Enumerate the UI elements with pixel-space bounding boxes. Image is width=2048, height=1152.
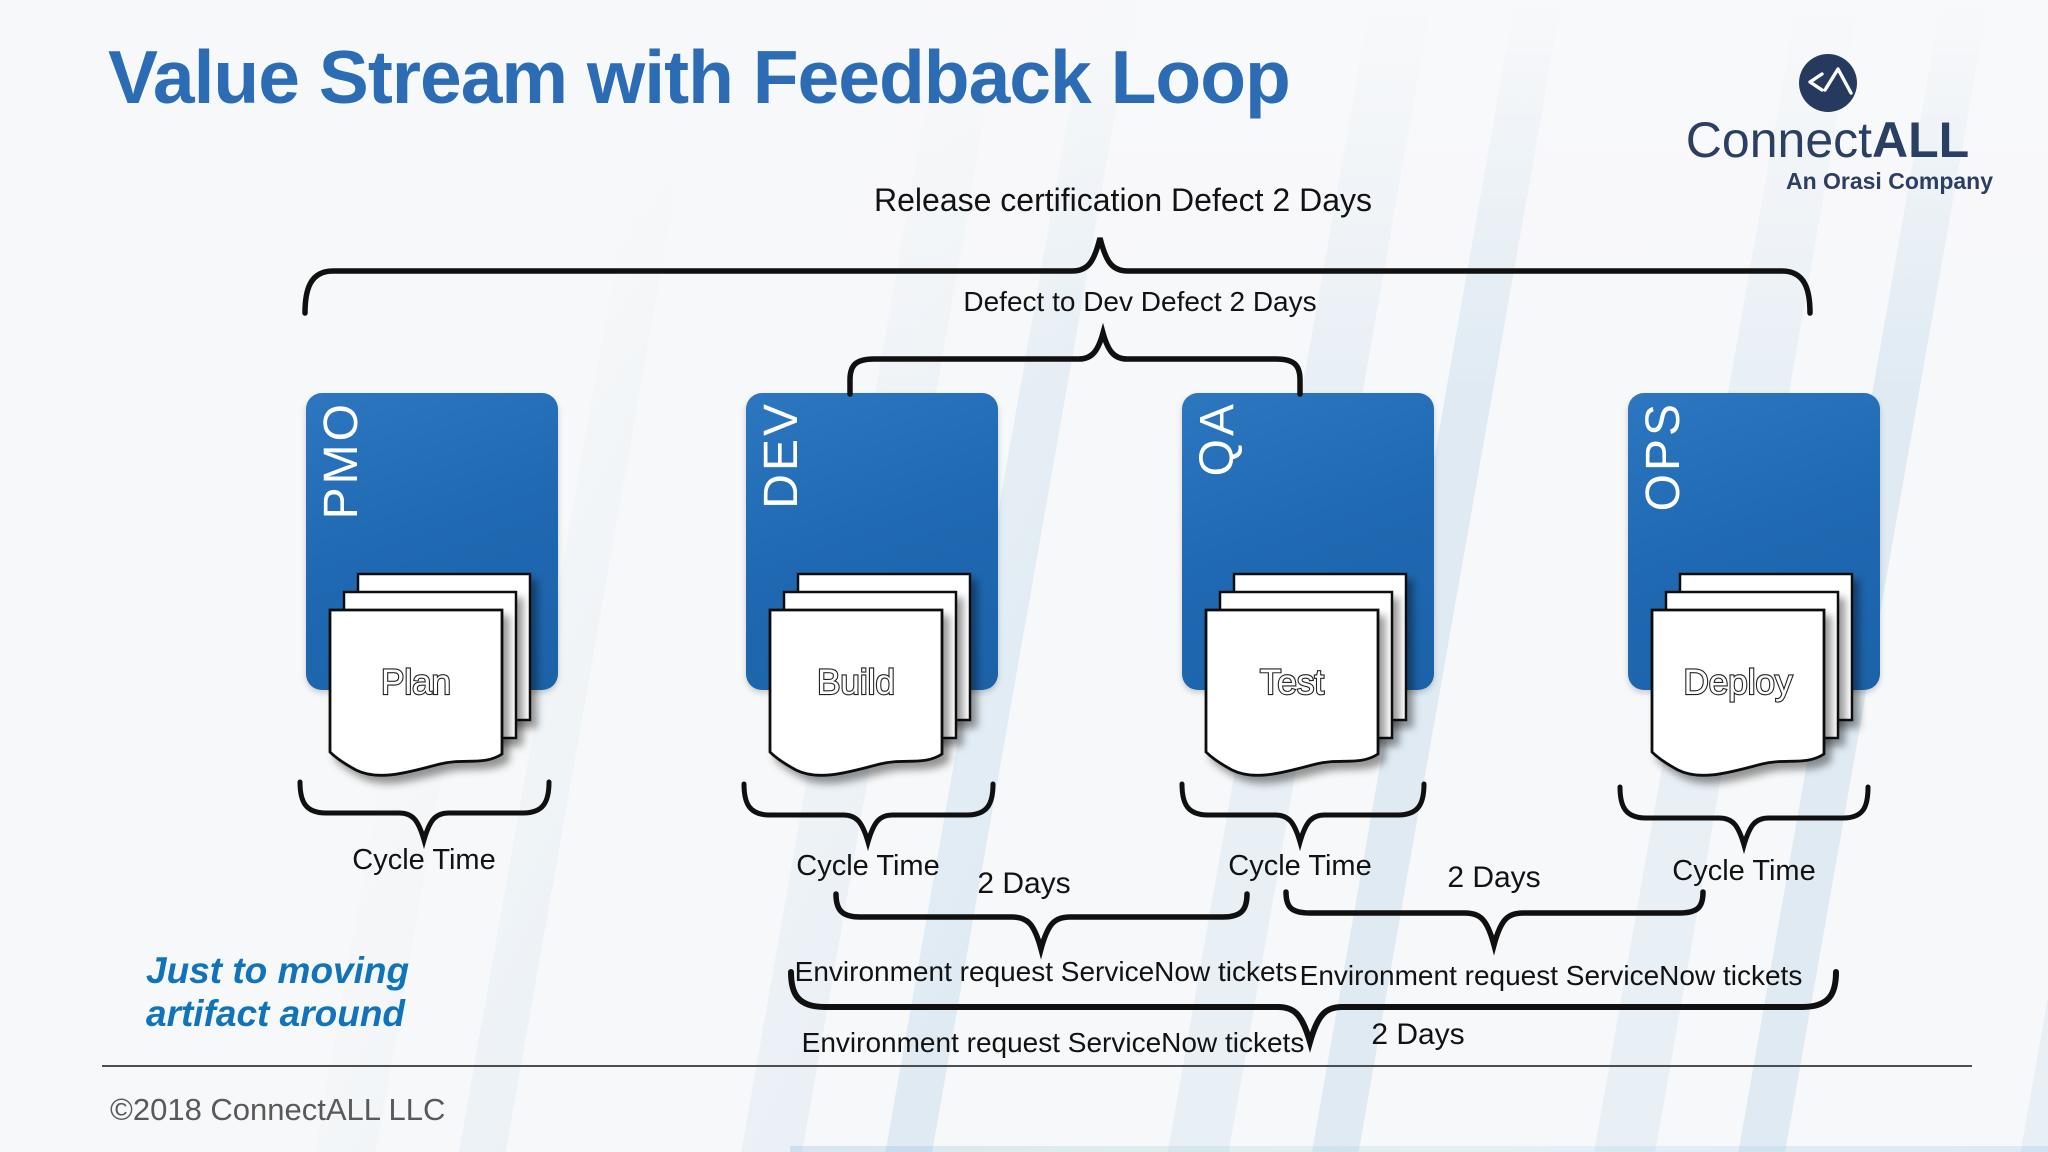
stage-label-dev: DEV	[755, 401, 808, 509]
stage-label-pmo: PMO	[315, 401, 368, 520]
handoff-duration-qa-ops: 2 Days	[1447, 861, 1541, 894]
copyright-text: ©2018 ConnectALL LLC	[110, 1092, 446, 1127]
annotation-line2: artifact around	[146, 992, 406, 1034]
brace-defect-to-dev	[847, 322, 1303, 397]
annotation-line1: Just to moving	[146, 950, 410, 991]
document-stack-deploy: Deploy	[1650, 572, 1854, 777]
handoff-duration-overall: 2 Days	[1371, 1018, 1465, 1051]
stage-label-qa: QA	[1191, 401, 1244, 477]
cycle-time-label-dev: Cycle Time	[796, 850, 940, 882]
cycle-time-label-pmo: Cycle Time	[352, 844, 496, 876]
brace-handoff-dev-qa	[833, 891, 1250, 960]
bottom-accent-strip	[790, 1146, 2048, 1152]
connectall-logo: ConnectALL An Orasi Company	[1655, 54, 2000, 195]
page-title: Value Stream with Feedback Loop	[108, 35, 1291, 119]
logo-wordmark: ConnectALL	[1655, 114, 2000, 167]
code-caret-icon	[1807, 67, 1853, 95]
handoff-duration-dev-qa: 2 Days	[977, 867, 1071, 900]
document-stack-plan: Plan	[328, 572, 532, 777]
artifact-label-build: Build	[817, 663, 895, 702]
release-certification-label: Release certification Defect 2 Days	[874, 182, 1372, 218]
cycle-time-label-qa: Cycle Time	[1228, 850, 1372, 882]
footer-divider	[102, 1065, 1972, 1067]
logo-wordmark-suffix: ALL	[1872, 112, 1970, 168]
environment-request-label-dev-qa: Environment request ServiceNow tickets	[794, 956, 1298, 987]
connectall-logo-icon	[1798, 54, 1857, 112]
defect-to-dev-label: Defect to Dev Defect 2 Days	[963, 286, 1317, 317]
document-stack-test: Test	[1204, 572, 1408, 777]
artifact-label-test: Test	[1260, 663, 1324, 702]
stage-label-ops: OPS	[1637, 401, 1690, 512]
environment-request-label-overall: Environment request ServiceNow tickets	[801, 1027, 1305, 1058]
artifact-label-deploy: Deploy	[1684, 663, 1793, 702]
logo-wordmark-prefix: Connect	[1685, 112, 1873, 168]
artifact-label-plan: Plan	[381, 663, 451, 702]
brace-handoff-qa-ops	[1283, 889, 1706, 956]
logo-tagline: An Orasi Company	[1785, 167, 1993, 194]
annotation-note: Just to moving artifact around	[146, 950, 409, 1035]
cycle-time-label-ops: Cycle Time	[1672, 855, 1816, 887]
document-stack-build: Build	[768, 572, 972, 777]
environment-request-label-qa-ops: Environment request ServiceNow tickets	[1299, 960, 1803, 991]
